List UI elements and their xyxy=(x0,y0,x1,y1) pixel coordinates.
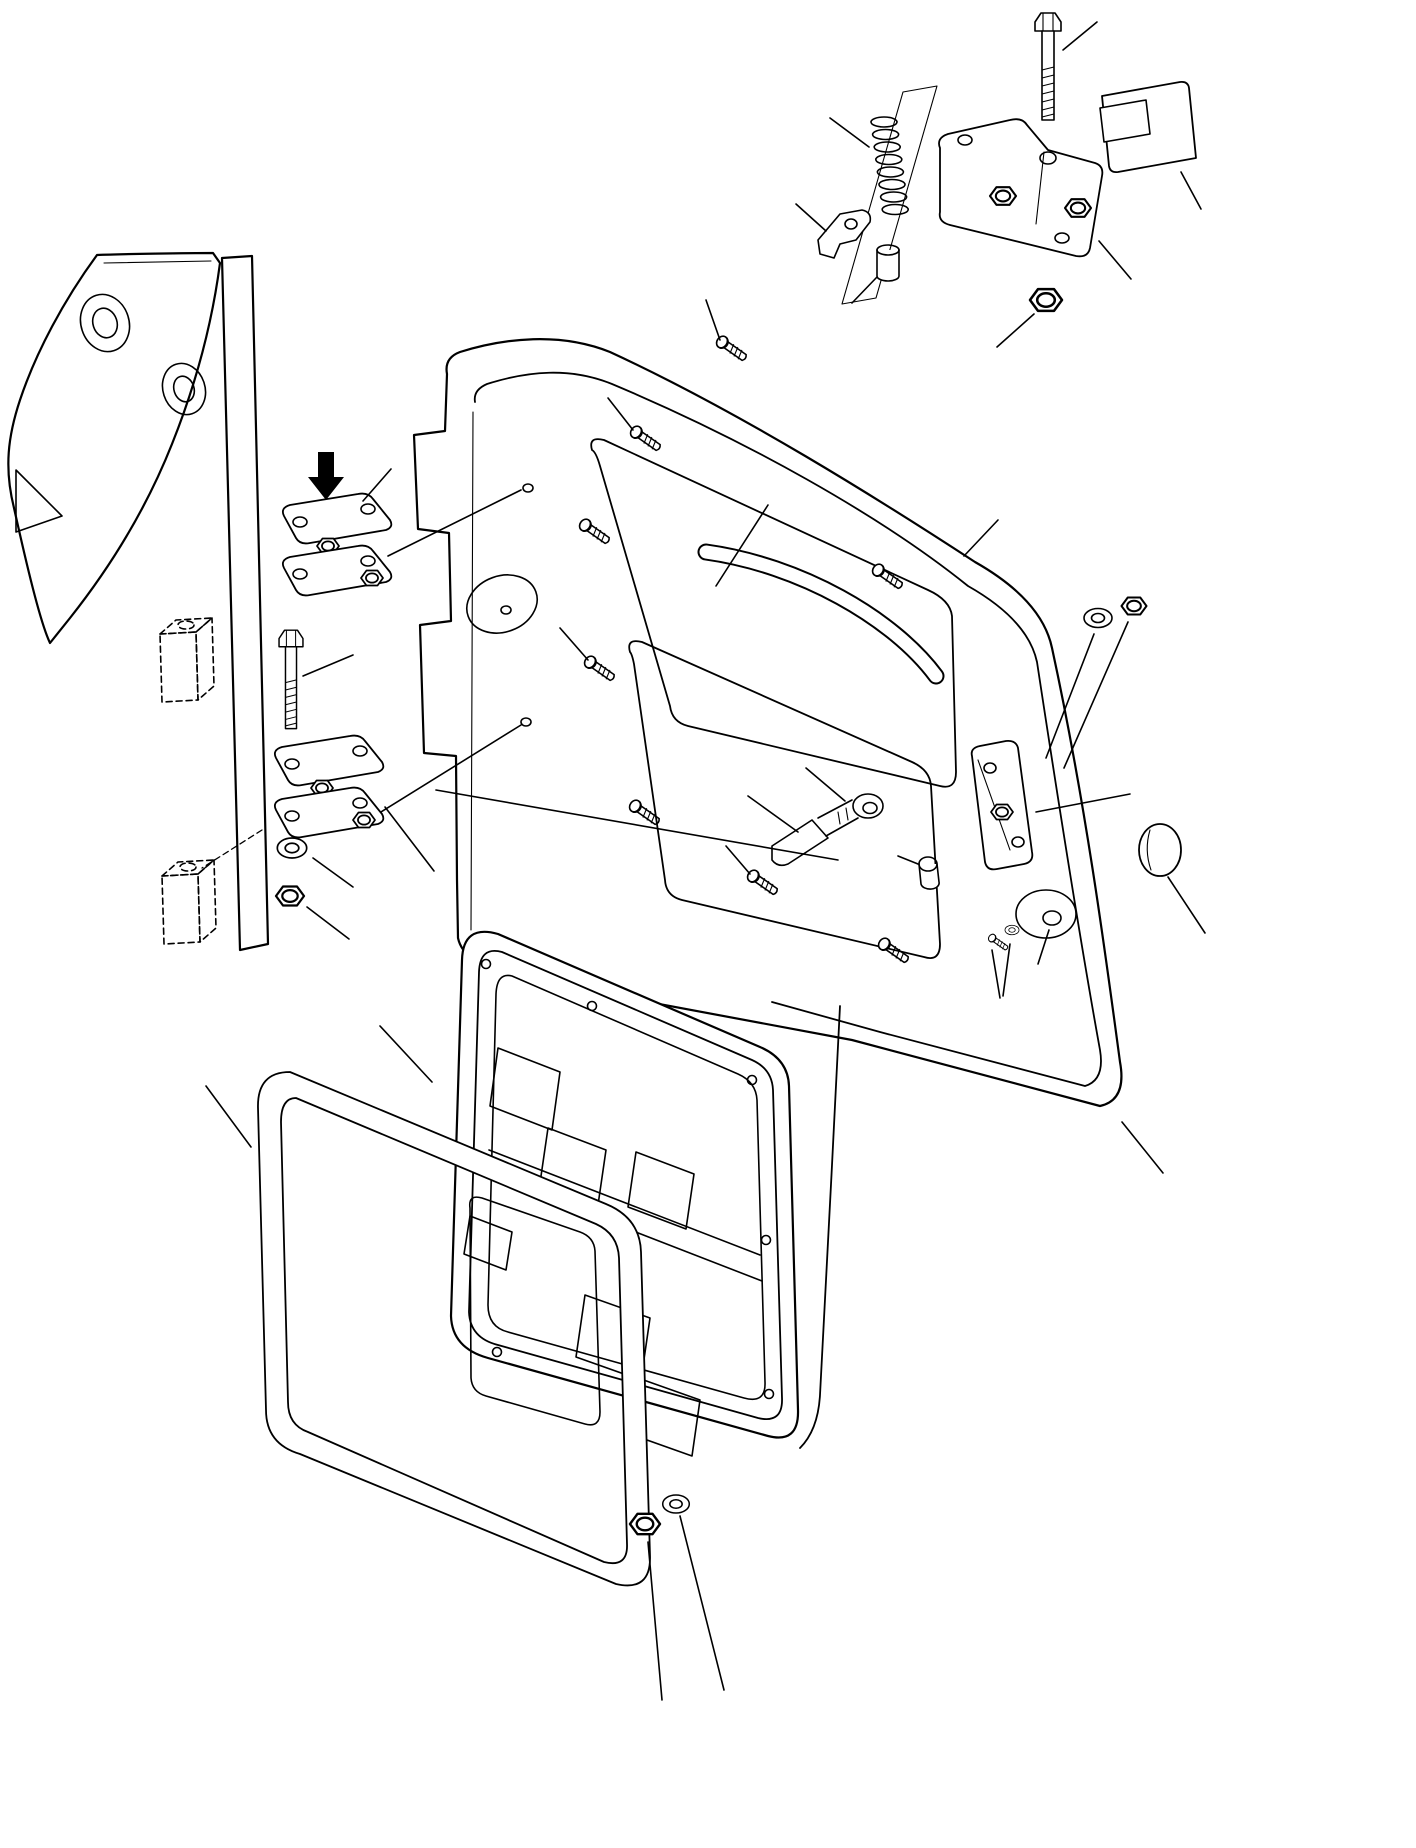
frame-hole-upper xyxy=(79,293,131,353)
bracket-nut-2 xyxy=(1063,198,1093,218)
grille-subpanel xyxy=(468,1196,601,1426)
small-washer xyxy=(1004,924,1020,936)
mounting-plane xyxy=(841,85,938,305)
hinge-hole-lower xyxy=(520,717,532,727)
bottom-hex-nut xyxy=(628,1512,662,1536)
latch-bushing xyxy=(876,244,900,282)
backing-panel-edge xyxy=(799,1005,841,1449)
glass-pane xyxy=(628,640,941,959)
frame-hole-lower xyxy=(161,362,207,416)
cover-cap xyxy=(1138,823,1182,877)
bracket-nut-1 xyxy=(988,186,1018,206)
bracket-mount-nut xyxy=(990,803,1014,821)
rubber-seal-ring xyxy=(257,1071,651,1587)
latch-assembly xyxy=(817,12,1197,313)
door-rim xyxy=(473,371,1102,1087)
frame-fold xyxy=(15,469,63,533)
mesh-grille-panel xyxy=(449,930,800,1457)
latch-bracket xyxy=(938,118,1104,258)
door-latch-bracket xyxy=(970,739,1034,871)
hidden-square-nut-upper xyxy=(159,617,215,703)
latch-spring xyxy=(870,116,910,216)
side-nut xyxy=(1120,596,1148,616)
door-jamb-pillar xyxy=(220,254,270,952)
lock-wing-handle xyxy=(771,793,884,867)
lower-hinge xyxy=(273,734,385,839)
hinge-washer xyxy=(276,837,308,859)
hinge-hole-upper xyxy=(522,483,534,493)
latch-lever xyxy=(817,209,872,259)
grab-handle xyxy=(697,543,945,685)
perforations xyxy=(463,1047,701,1457)
upper-hinge xyxy=(281,492,393,597)
hinge-nut xyxy=(274,885,306,907)
striker-plate xyxy=(1099,80,1197,174)
grille-mount-holes xyxy=(480,958,775,1400)
side-washer xyxy=(1083,607,1113,629)
latch-pin xyxy=(918,856,940,890)
door-panel xyxy=(412,333,1123,1108)
vent-boss xyxy=(466,574,538,634)
machine-frame-bracket xyxy=(7,251,222,645)
latch-nut xyxy=(1028,287,1064,313)
window-recess xyxy=(590,438,957,788)
hidden-part-leader xyxy=(201,829,263,869)
hidden-square-nut-lower xyxy=(161,859,217,945)
hinge-bolt xyxy=(278,629,304,730)
bottom-washer xyxy=(661,1494,691,1514)
direction-arrow xyxy=(308,452,344,500)
latch-bolt xyxy=(1034,12,1062,121)
leader-lines xyxy=(205,21,1206,1701)
